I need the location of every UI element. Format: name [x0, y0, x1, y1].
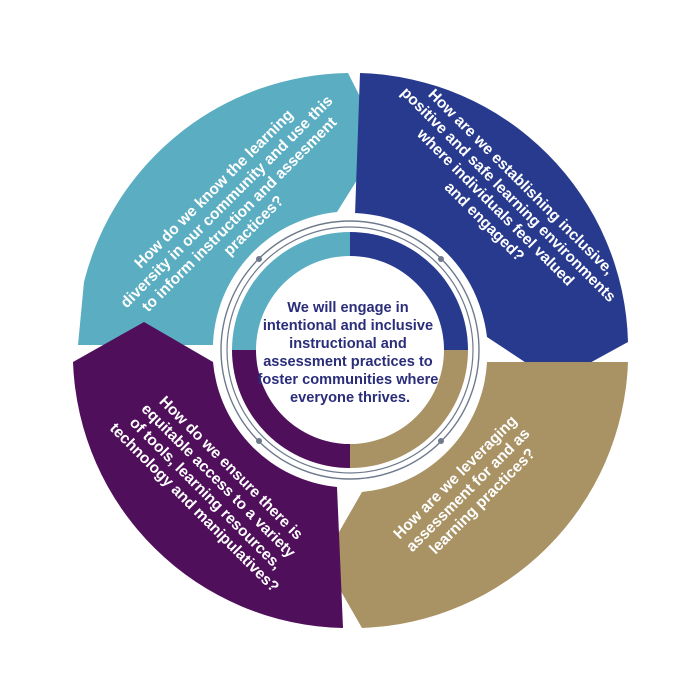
- center-line: everyone thrives.: [290, 390, 410, 406]
- outer-ring-line: [220, 220, 480, 480]
- center-statement: We will engage in intentional and inclus…: [258, 300, 443, 406]
- center-line: instructional and: [289, 336, 407, 352]
- ring-dots: [256, 256, 444, 444]
- inner-ring-line: [226, 226, 474, 474]
- ring-dot: [256, 256, 262, 262]
- ring-dot: [256, 438, 262, 444]
- segment-top-right-shape: [355, 73, 628, 382]
- ring-dot: [438, 256, 444, 262]
- center-line: intentional and inclusive: [263, 318, 433, 334]
- center-line: assessment practices to: [263, 354, 433, 370]
- segment-bottom-right-shape: [323, 362, 628, 628]
- segment-top-left-shape: [78, 73, 382, 345]
- center-disc: [256, 256, 444, 444]
- segment-bottom-left-shape: [73, 322, 343, 628]
- center-line: foster communities where: [258, 372, 439, 388]
- ring-dot: [438, 438, 444, 444]
- center-line: We will engage in: [287, 300, 408, 316]
